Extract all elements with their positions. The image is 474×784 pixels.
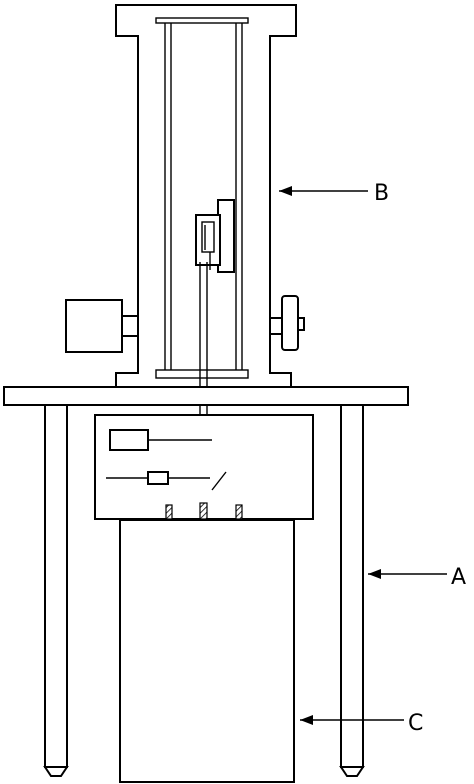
leg-foot-right — [339, 766, 365, 777]
callout-a: A — [368, 565, 466, 590]
callout-b-arrow — [279, 186, 292, 196]
callout-c: C — [300, 711, 423, 736]
callout-c-arrow — [300, 715, 313, 725]
motor-coupling — [121, 315, 139, 337]
pin-center — [199, 502, 208, 520]
frame-top-bar — [155, 17, 249, 24]
probe-tick — [211, 471, 227, 491]
handwheel — [281, 295, 299, 351]
table-leg-left — [44, 404, 68, 768]
handwheel-knob — [297, 317, 305, 331]
indicator-block — [109, 429, 149, 451]
callout-b: B — [279, 181, 389, 206]
table-top — [3, 386, 409, 406]
callout-a-arrow — [368, 569, 381, 579]
callout-a-label: A — [451, 565, 466, 590]
callout-b-label: B — [374, 181, 389, 206]
carriage-block — [195, 214, 221, 266]
table-leg-right — [340, 404, 364, 768]
handwheel-hub — [269, 317, 283, 335]
motor-body — [65, 299, 123, 353]
probe-head — [147, 471, 169, 485]
pin-left — [165, 504, 173, 520]
container-c — [119, 519, 295, 783]
carriage-window — [201, 221, 215, 253]
pin-right — [235, 504, 243, 520]
callout-c-label: C — [408, 711, 423, 736]
leg-foot-left — [43, 766, 69, 777]
frame-bottom-bar — [155, 369, 249, 379]
